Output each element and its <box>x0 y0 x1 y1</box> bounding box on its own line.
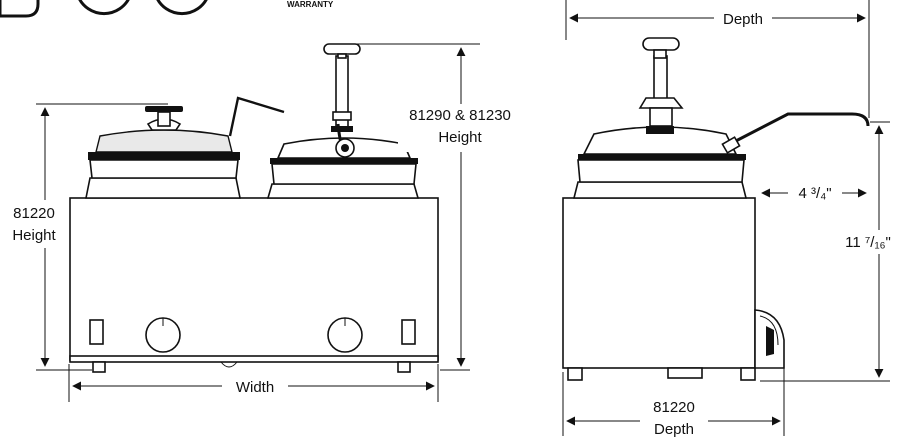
side-height-label: 11 ⁷/₁₆" <box>845 234 891 251</box>
side-cabinet <box>562 197 756 369</box>
badge-circle-icon-2 <box>156 0 208 16</box>
pump-knob <box>323 43 361 55</box>
pump-height-label-text: Height <box>438 129 482 146</box>
front-foot-left <box>92 361 106 373</box>
top-depth-label: Depth <box>723 11 763 28</box>
side-view: Depth 4 ³/₄" 11 ⁷/₁₆ <box>562 0 904 442</box>
badge-circle-icon-1 <box>78 0 130 16</box>
front-foot-right <box>397 361 411 373</box>
front-switch-left-icon <box>89 319 104 345</box>
ladle-handle <box>228 96 285 137</box>
side-spout-arm <box>729 112 870 146</box>
warranty-text: WARRANTY <box>287 0 334 9</box>
badge-square-icon <box>0 0 40 18</box>
height-label-model: 81220 <box>13 205 55 222</box>
front-center-foot <box>220 361 238 368</box>
offset-label: 4 ³/₄" <box>798 185 831 202</box>
front-view: 81220 Height 81290 & 81230 Height Width <box>4 43 516 402</box>
bottom-depth-label: Depth <box>654 421 694 438</box>
bottom-depth-model: 81220 <box>653 399 695 416</box>
left-warmer-unit <box>85 96 285 199</box>
front-cabinet-base <box>69 355 439 363</box>
pump-height-label-models: 81290 & 81230 <box>409 107 511 124</box>
front-switch-right-icon <box>401 319 416 345</box>
certification-badges: WARRANTY <box>0 0 334 18</box>
width-label: Width <box>236 379 274 396</box>
right-pump-unit <box>266 43 420 199</box>
side-pump-knob <box>642 37 680 51</box>
front-cabinet <box>69 197 439 361</box>
height-label-text: Height <box>12 227 56 244</box>
